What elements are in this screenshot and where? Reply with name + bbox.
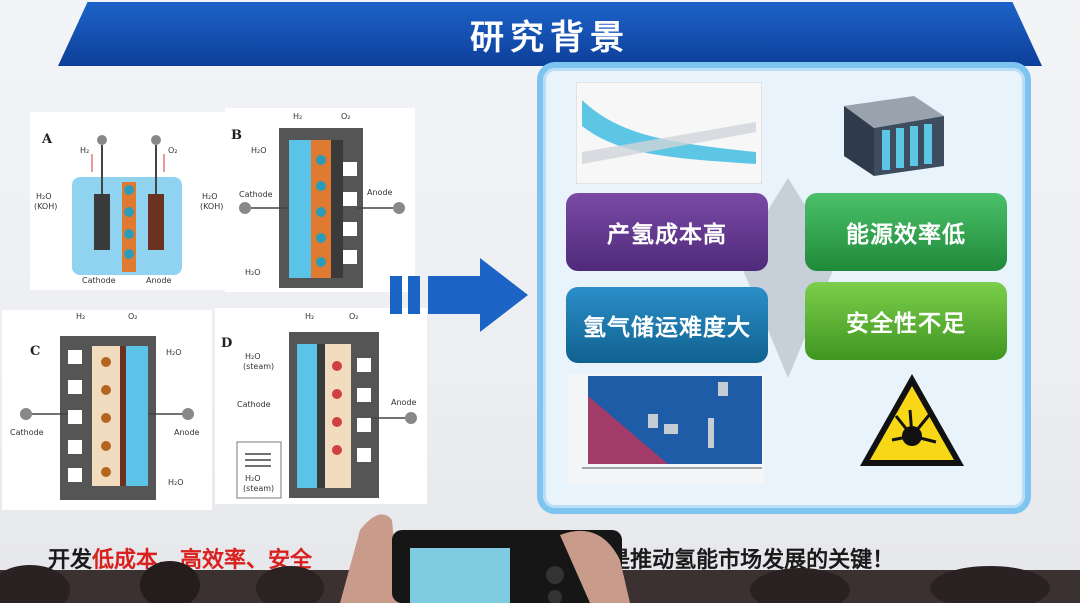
problem-safety: 安全性不足 [805,282,1007,360]
panel-c-h2o-bottom: H₂O [168,478,184,487]
panel-c: C H₂ O₂ H₂O Cathode Anode H₂O [2,310,212,510]
title-banner: 研究背景 [58,2,1042,66]
pem-cell-diagram [239,128,405,288]
cost-chart-image [576,82,762,184]
panel-d-anode: Anode [391,398,417,407]
panel-d-label: D [221,336,233,351]
panel-a: A H₂ O₂ H₂O (KOH) H₂O (KOH) Cathode Anod… [30,112,228,290]
panel-a-o2: O₂ [168,146,178,155]
panel-d-steam-bottom: (steam) [243,484,275,493]
panel-d-h2: H₂ [305,312,315,321]
panel-a-h2o-right: H₂O [202,192,218,201]
panel-b-h2o-top: H₂O [251,146,267,155]
panel-a-h2: H₂ [80,146,90,155]
panel-a-koh-left: (KOH) [34,202,58,211]
panel-a-koh-right: (KOH) [200,202,224,211]
storage-chart-image [568,374,764,484]
panel-b-label: B [231,128,242,143]
explosion-warning-icon [860,374,964,466]
panel-b-anode: Anode [367,188,393,197]
alkaline-cell-diagram [72,135,182,275]
panel-c-h2: H₂ [76,312,86,321]
panel-d-steam-top: (steam) [243,362,275,371]
panel-c-anode: Anode [174,428,200,437]
panel-c-h2o-top: H₂O [166,348,182,357]
panel-b-h2o-bottom: H₂O [245,268,261,277]
panel-d-h2o-bottom: H₂O [245,474,261,483]
panel-a-anode: Anode [146,276,172,285]
electrolyzer-stack-image [844,96,944,176]
panel-c-label: C [30,344,41,359]
panel-b-o2: O₂ [341,112,351,121]
conclusion-part-1: 开发 [48,548,93,573]
right-arrow-icon [390,258,528,332]
problem-high-cost: 产氢成本高 [566,193,768,271]
panel-c-cathode: Cathode [10,428,44,437]
panel-d: D H₂ O₂ H₂O (steam) Cathode Anode H₂O (s… [215,308,427,504]
panel-b-h2: H₂ [293,112,303,121]
panel-d-cathode: Cathode [237,400,271,409]
panel-d-h2o-top: H₂O [245,352,261,361]
panel-b-cathode: Cathode [239,190,273,199]
panel-a-cathode: Cathode [82,276,116,285]
panel-c-o2: O₂ [128,312,138,321]
problem-storage-transport: 氢气储运难度大 [566,287,768,363]
panel-a-label: A [42,132,53,147]
panel-b: B H₂ O₂ H₂O Cathode Anode H₂O [225,108,415,292]
panel-d-o2: O₂ [349,312,359,321]
slide-title: 研究背景 [470,17,630,58]
proton-conducting-cell-diagram [236,332,417,499]
panel-a-h2o-left: H₂O [36,192,52,201]
conclusion-part-3: 高效率、 [180,548,269,573]
sofc-cell-diagram [20,336,194,500]
problem-low-efficiency: 能源效率低 [805,193,1007,271]
